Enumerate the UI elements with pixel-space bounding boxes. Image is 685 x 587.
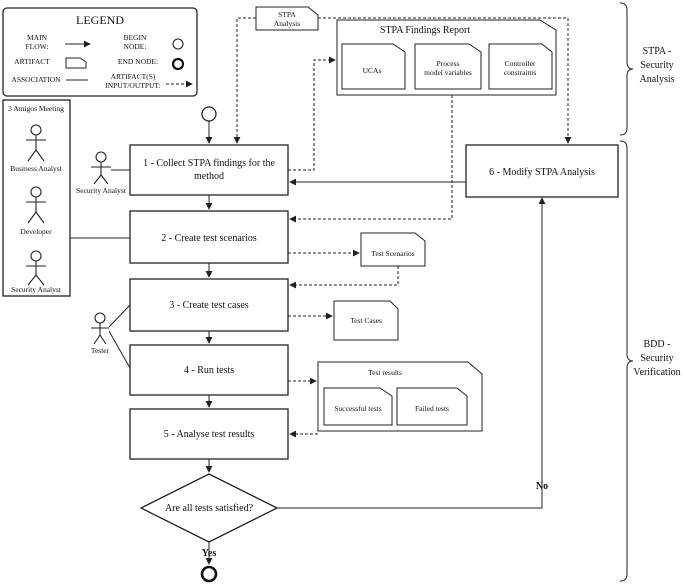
bdd-phase-line1: BDD -: [644, 339, 671, 350]
ucas-label: UCAs: [363, 66, 382, 75]
io-findings-report-to-step2: [289, 95, 453, 223]
begin-node: [201, 106, 217, 122]
test-results-title: Test results: [368, 368, 402, 377]
legend-artifact: ARTIFACT: [14, 57, 50, 66]
step-1-label-line2: method: [194, 171, 224, 182]
business-analyst-figure: [26, 124, 46, 162]
security-analyst-actor-label: Security Analyst: [76, 186, 127, 195]
pmv-label-line1: Process: [437, 59, 460, 68]
flow-decision-no-to-step6: [277, 197, 546, 509]
step-3-label: 3 - Create test cases: [169, 300, 249, 311]
stpa-phase-line1: STPA -: [643, 46, 672, 57]
test-cases-artifact: [333, 300, 399, 341]
step-4-label: 4 - Run tests: [184, 365, 234, 376]
bdd-phase-brace: [619, 140, 634, 582]
step-1-collect-findings: [129, 144, 289, 196]
step-1-label-line1: 1 - Collect STPA findings for the: [143, 158, 275, 169]
meeting-security-analyst-label: Security Analyst: [11, 285, 62, 294]
step-6-label: 6 - Modify STPA Analysis: [489, 167, 595, 178]
io-stpa-analysis-to-step1: [233, 17, 256, 144]
test-scenarios-artifact: [360, 232, 426, 267]
bdd-phase-line2: Security: [640, 353, 673, 364]
successful-tests-artifact: [323, 387, 393, 426]
three-amigos-meeting: 3 Amigos Meeting Business Analyst Develo…: [2, 99, 71, 297]
legend: LEGEND MAIN FLOW: BEGIN NODE: ARTIFACT E…: [2, 7, 198, 97]
step-6-modify-stpa: [465, 144, 619, 198]
legend-main-flow-line1: MAIN: [27, 33, 48, 42]
legend-artifact-io-line2: INPUT/OUTPUT:: [105, 81, 160, 90]
business-analyst-label: Business Analyst: [10, 164, 62, 173]
step-5-analyse-results: [129, 408, 289, 460]
decision-no-label: No: [536, 481, 548, 492]
stpa-phase-line2: Security: [640, 60, 673, 71]
tester-association-step3: [108, 304, 131, 328]
stpa-phase-brace: [619, 2, 634, 136]
controller-constraints-artifact: [488, 43, 553, 90]
io-test-scenarios-to-step3: [289, 266, 399, 289]
legend-begin-node-line2: NODE:: [124, 42, 147, 51]
step-3-create-cases: [129, 278, 289, 332]
developer-label: Developer: [20, 227, 52, 236]
io-step1-to-findings-report: [288, 56, 336, 171]
findings-report-title: STPA Findings Report: [380, 25, 470, 36]
legend-end-node: END NODE:: [118, 57, 158, 66]
cc-label-line1: Controller: [505, 59, 536, 68]
tester-actor: [91, 312, 109, 345]
end-node: [200, 565, 218, 583]
ucas-artifact: [341, 43, 406, 90]
stpa-analysis-artifact: [255, 6, 319, 31]
tester-actor-label: Tester: [91, 346, 110, 355]
cc-label-line2: constraitns: [504, 68, 537, 77]
bdd-phase-line3: Verification: [633, 367, 680, 378]
successful-tests-label: Successful tests: [334, 404, 381, 413]
legend-main-flow-line2: FLOW:: [25, 42, 48, 51]
test-cases-label: Test Cases: [350, 316, 382, 325]
step-2-create-scenarios: [129, 210, 289, 264]
failed-tests-label: Failed tests: [415, 404, 449, 413]
legend-association: ASSOCIATION: [11, 75, 61, 84]
meeting-security-analyst-figure: [26, 250, 46, 286]
legend-artifact-icon: [65, 57, 87, 69]
step-4-run-tests: [129, 344, 289, 396]
legend-title: LEGEND: [76, 13, 124, 27]
decision-yes-label: Yes: [202, 548, 217, 559]
step-2-label: 2 - Create test scenarios: [161, 233, 257, 244]
legend-artifact-io-line1: ARTIFACT(S): [111, 72, 156, 81]
stpa-analysis-line1: STPA: [278, 10, 296, 19]
legend-begin-node-icon: [172, 38, 184, 50]
pmv-label-line2: model variables: [424, 68, 472, 77]
io-stpa-analysis-to-step6: [318, 17, 572, 144]
step-5-label: 5 - Analyse test results: [164, 429, 255, 440]
process-model-variables-artifact: [414, 43, 482, 90]
legend-begin-node-line1: BEGIN: [124, 33, 147, 42]
legend-end-node-icon: [171, 57, 185, 71]
failed-tests-artifact: [396, 387, 468, 426]
test-scenarios-label: Test Scenarios: [371, 249, 415, 258]
tester-association-step4: [108, 330, 131, 369]
meeting-title: 3 Amigos Meeting: [8, 104, 64, 113]
stpa-phase-line3: Analysis: [640, 74, 675, 85]
stpa-analysis-line2: Analysis: [274, 19, 300, 28]
developer-figure: [26, 186, 46, 224]
decision-question: Are all tests satisfied?: [165, 503, 254, 514]
security-analyst-actor: [91, 151, 111, 185]
